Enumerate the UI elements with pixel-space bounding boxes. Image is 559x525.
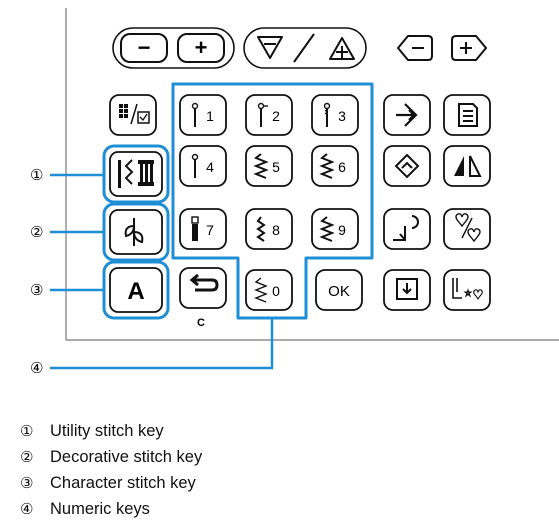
memory-key[interactable] [383, 269, 431, 311]
document-icon [458, 103, 478, 127]
legend-marker: ② [20, 448, 34, 466]
move-right-button[interactable] [451, 35, 487, 61]
numeric-key-digit: 8 [272, 222, 280, 238]
pattern-list-key[interactable] [443, 94, 491, 136]
stitch-2-icon [257, 102, 268, 127]
foot-rotate-icon [393, 215, 419, 241]
needle-position-key[interactable] [383, 208, 431, 250]
legend-item-numeric: ④ Numeric keys [20, 496, 202, 522]
numeric-key-digit: 7 [206, 222, 214, 238]
hearts-icon [455, 213, 481, 243]
numeric-key-digit: 3 [338, 108, 346, 124]
stitch-6-icon [319, 153, 335, 179]
stitch-3-icon [323, 102, 331, 127]
numeric-key-8[interactable]: 8 [245, 208, 293, 250]
legend-item-character: ③ Character stitch key [20, 470, 202, 496]
stitch-8-icon [256, 216, 266, 242]
control-panel-diagram: − + [30, 8, 559, 377]
numeric-key-digit: 9 [338, 222, 346, 238]
legend-text: Decorative stitch key [50, 448, 203, 466]
character-key-label: A [127, 278, 144, 305]
numeric-key-digit: 5 [272, 159, 280, 175]
numeric-key-digit: 1 [206, 108, 214, 124]
needle-star-heart-icon [452, 278, 483, 300]
utility-stitch-key[interactable] [102, 144, 170, 204]
triangle-down-minus-icon [257, 36, 283, 59]
legend-text: Numeric keys [50, 500, 150, 518]
numeric-key-digit: 0 [272, 283, 280, 299]
decorative-stitch-key[interactable] [102, 202, 170, 262]
legend-marker: ① [20, 422, 34, 440]
stitch-7-icon [191, 216, 199, 241]
character-stitch-key[interactable]: A [102, 260, 170, 320]
callout-marker-2: ② [30, 223, 43, 241]
clear-key[interactable] [179, 267, 227, 309]
numeric-key-7[interactable]: 7 [179, 208, 227, 250]
ok-label: OK [328, 283, 350, 300]
plus-button[interactable]: + [177, 33, 225, 63]
numeric-keys-highlight [171, 82, 374, 320]
minus-label: − [138, 35, 151, 60]
arrow-into-diamond-icon [396, 103, 418, 127]
stitch-0-icon [254, 277, 268, 303]
slash-divider [293, 33, 315, 63]
return-arrow-icon [194, 278, 219, 292]
callout-marker-1: ① [30, 166, 43, 184]
length-adjust-group [243, 27, 367, 69]
numeric-key-digit: 4 [206, 159, 214, 175]
mirror-image-icon [454, 155, 482, 177]
length-decrease-button[interactable] [257, 36, 283, 59]
numeric-key-digit: 6 [338, 159, 346, 175]
numeric-keys-group: 1 2 3 4 5 6 7 8 9 0 [179, 94, 359, 311]
stitch-1-icon [191, 102, 199, 127]
set-key[interactable] [383, 94, 431, 136]
pattern-combination-key[interactable] [443, 208, 491, 250]
callout-marker-4: ④ [30, 359, 43, 377]
ok-button[interactable]: OK [315, 269, 363, 311]
callout-line-4 [50, 318, 274, 370]
legend-item-utility: ① Utility stitch key [20, 418, 202, 444]
numeric-key-0[interactable]: 0 [245, 269, 293, 311]
thread-stitch-key[interactable] [443, 269, 491, 311]
numeric-key-digit: 2 [272, 108, 280, 124]
numeric-key-5[interactable]: 5 [245, 145, 293, 187]
legend-list: ① Utility stitch key ② Decorative stitch… [20, 418, 202, 522]
memory-insert-icon [396, 278, 418, 300]
stitch-start-key[interactable] [383, 145, 431, 187]
numeric-key-3[interactable]: 3 [311, 94, 359, 136]
diamond-arrow-icon [394, 153, 420, 179]
legend-text: Character stitch key [50, 474, 196, 492]
callout-marker-3: ③ [30, 281, 43, 299]
legend-marker: ③ [20, 474, 34, 492]
leaf-stitch-icon [124, 218, 144, 246]
numeric-key-4[interactable]: 4 [179, 145, 227, 187]
clear-key-caption: C [197, 317, 205, 329]
legend-marker: ④ [20, 500, 34, 518]
numeric-key-9[interactable]: 9 [311, 208, 359, 250]
stitch-9-icon [319, 216, 335, 242]
minus-button[interactable]: − [120, 33, 168, 63]
mirror-key[interactable] [443, 145, 491, 187]
triangle-up-plus-icon [329, 37, 355, 60]
utility-stitch-icon [118, 159, 154, 188]
legend-item-decorative: ② Decorative stitch key [20, 444, 202, 470]
stitch-4-icon [191, 153, 199, 178]
width-adjust-group: − + [112, 27, 235, 69]
numeric-key-1[interactable]: 1 [179, 94, 227, 136]
move-left-button[interactable] [397, 35, 433, 61]
legend-text: Utility stitch key [50, 422, 164, 440]
plus-label: + [195, 35, 208, 60]
grid-memory-icon [119, 103, 150, 125]
length-increase-button[interactable] [329, 37, 355, 60]
numeric-key-2[interactable]: 2 [245, 94, 293, 136]
numeric-key-6[interactable]: 6 [311, 145, 359, 187]
stitch-5-icon [253, 153, 269, 179]
pattern-memory-key[interactable] [109, 94, 157, 136]
